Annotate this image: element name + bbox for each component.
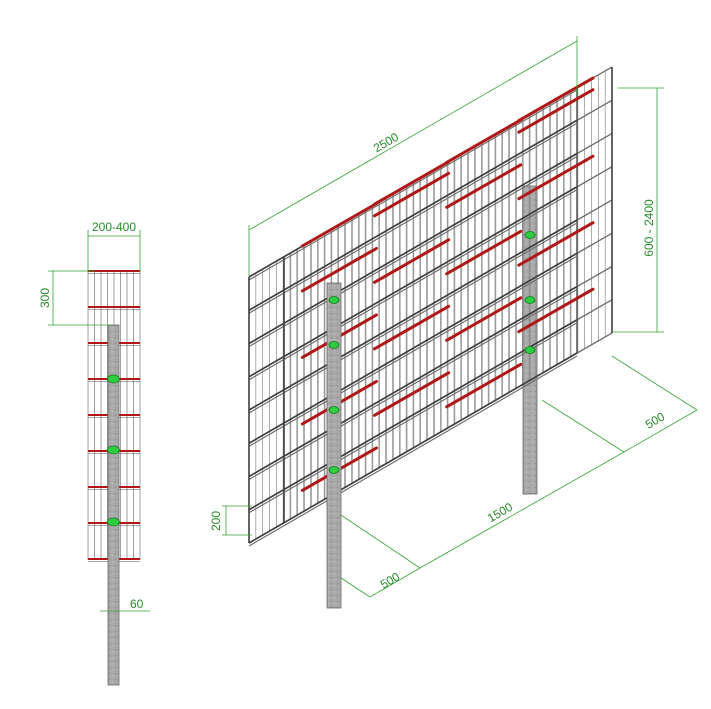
side-post-label: 60: [130, 597, 144, 611]
front-rail-double: [248, 322, 578, 514]
side-height-dimension: 300: [38, 270, 110, 326]
front-rail: [248, 252, 578, 444]
top-spacer: [517, 76, 595, 123]
iso-view: 2500 600 - 2400 500 1500 500: [209, 36, 698, 609]
front-rail-double: [248, 155, 578, 348]
front-rail-double: [248, 189, 578, 381]
front-post: [326, 282, 342, 609]
height-range-label: 600 - 2400: [642, 199, 656, 257]
right-end-rail: [576, 232, 613, 254]
right-end-rail: [576, 299, 613, 321]
base-height-label: 200: [209, 511, 223, 531]
right-end-rail: [576, 166, 613, 188]
spacer: [517, 221, 595, 267]
back-post-clip: [524, 231, 536, 239]
iso-post-clips: [328, 231, 536, 474]
front-rail: [248, 285, 578, 478]
top-spacer: [373, 160, 451, 206]
spacer: [445, 163, 523, 209]
post-spacing-dimension: 1500: [340, 451, 625, 569]
side-width-dimension: 200-400: [87, 220, 141, 272]
front-rail-double: [248, 288, 578, 481]
top-spacer: [300, 202, 378, 248]
iso-spacers: [300, 76, 595, 492]
side-clip: [107, 445, 120, 455]
front-rail: [248, 219, 578, 411]
side-clip: [107, 517, 120, 527]
side-width-label: 200-400: [92, 220, 136, 234]
spacer: [373, 171, 451, 218]
height-dimension: 600 - 2400: [612, 87, 664, 333]
back-post-clip: [524, 346, 536, 354]
back-post-clip: [524, 296, 536, 304]
spacer: [373, 371, 451, 417]
front-rail-double: [248, 355, 578, 547]
side-view: 200-400 300 60: [38, 220, 150, 686]
end-offset-dimension: 500: [340, 567, 421, 598]
front-post-clip: [328, 296, 340, 304]
right-end-rail: [576, 332, 613, 354]
front-post-clip: [328, 341, 340, 349]
right-end-rail: [576, 265, 613, 288]
base-height-dimension: 200: [209, 505, 252, 536]
depth-label: 500: [643, 409, 668, 431]
front-rail-double: [248, 222, 578, 414]
right-end-rail: [576, 132, 613, 155]
spacer: [517, 88, 595, 134]
front-rail-double: [248, 89, 578, 281]
spacer: [373, 238, 451, 284]
right-end-rail: [576, 99, 613, 121]
spacer: [445, 229, 523, 276]
front-rail-double: [248, 255, 578, 447]
side-height-label: 300: [38, 288, 52, 308]
front-rail: [248, 319, 578, 511]
spacer: [445, 296, 523, 342]
spacer: [445, 362, 523, 409]
spacer: [517, 287, 595, 334]
top-spacer: [445, 118, 523, 164]
right-end-rail: [576, 199, 613, 221]
front-rail: [248, 152, 578, 345]
side-post-dimension: 60: [100, 597, 150, 612]
front-rail: [248, 352, 578, 544]
front-post-clip: [328, 406, 340, 414]
spacer: [517, 154, 595, 201]
spacer: [300, 246, 378, 293]
spacer: [373, 304, 451, 351]
front-rail: [248, 119, 578, 311]
front-rail-double: [248, 122, 578, 314]
side-post-clips: [107, 374, 120, 527]
end-offset-label: 500: [378, 569, 403, 591]
depth-dimension: 500: [541, 355, 698, 453]
side-post: [107, 324, 120, 686]
side-clip: [107, 374, 120, 384]
front-rail: [248, 186, 578, 378]
front-post-clip: [328, 466, 340, 474]
post-spacing-label: 1500: [485, 500, 515, 526]
